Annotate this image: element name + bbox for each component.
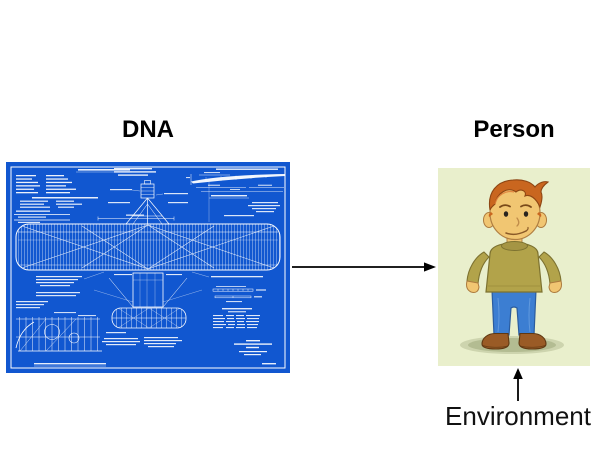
left-hand bbox=[466, 280, 480, 293]
blueprint-bottom-labels bbox=[34, 363, 276, 367]
blueprint-fuselage-frame bbox=[93, 272, 203, 308]
right-eyebrow bbox=[520, 204, 532, 208]
blueprint-rudder-note bbox=[114, 168, 156, 176]
blueprint-derrick-drawing bbox=[108, 180, 188, 225]
dna-title: DNA bbox=[122, 116, 174, 143]
right-sideburn bbox=[537, 212, 542, 217]
right-arrowhead bbox=[424, 262, 436, 272]
up-arrowhead bbox=[513, 368, 523, 379]
blueprint-data-table bbox=[213, 308, 260, 329]
blueprint-elevator-plan bbox=[106, 307, 187, 334]
dna-blueprint-image bbox=[6, 162, 290, 373]
blueprint-wing-notes bbox=[36, 271, 263, 287]
dna-to-person-arrow bbox=[292, 262, 436, 272]
person-title: Person bbox=[473, 116, 555, 143]
collar bbox=[501, 241, 528, 251]
cartoon-boy bbox=[460, 179, 564, 354]
environment-label: Environment bbox=[445, 401, 591, 431]
blueprint-airfoil-diagram bbox=[186, 168, 285, 222]
blueprint-brace-lines bbox=[14, 210, 70, 223]
nose bbox=[516, 217, 520, 227]
blueprint-title-block bbox=[234, 340, 272, 356]
environment-to-person-arrow bbox=[513, 368, 523, 401]
person-illustration bbox=[438, 168, 590, 366]
blueprint-elevator-notes bbox=[102, 337, 182, 348]
right-hand bbox=[548, 280, 562, 293]
blueprint-scale-bars bbox=[212, 286, 266, 303]
blueprint-wing-dimension bbox=[97, 214, 254, 221]
smile-crease bbox=[525, 226, 529, 232]
blueprint-wing-plan bbox=[15, 223, 281, 271]
hair bbox=[488, 179, 550, 211]
left-eye bbox=[503, 211, 509, 217]
blueprint-side-elevation bbox=[15, 292, 102, 352]
left-sideburn bbox=[488, 212, 493, 217]
left-eyebrow bbox=[499, 204, 511, 208]
mouth bbox=[505, 230, 527, 236]
right-shoe bbox=[518, 332, 547, 350]
left-shoe bbox=[481, 332, 510, 350]
blueprint-border bbox=[10, 166, 286, 369]
right-eye bbox=[523, 211, 529, 217]
blueprint-engine-specs bbox=[20, 197, 98, 208]
